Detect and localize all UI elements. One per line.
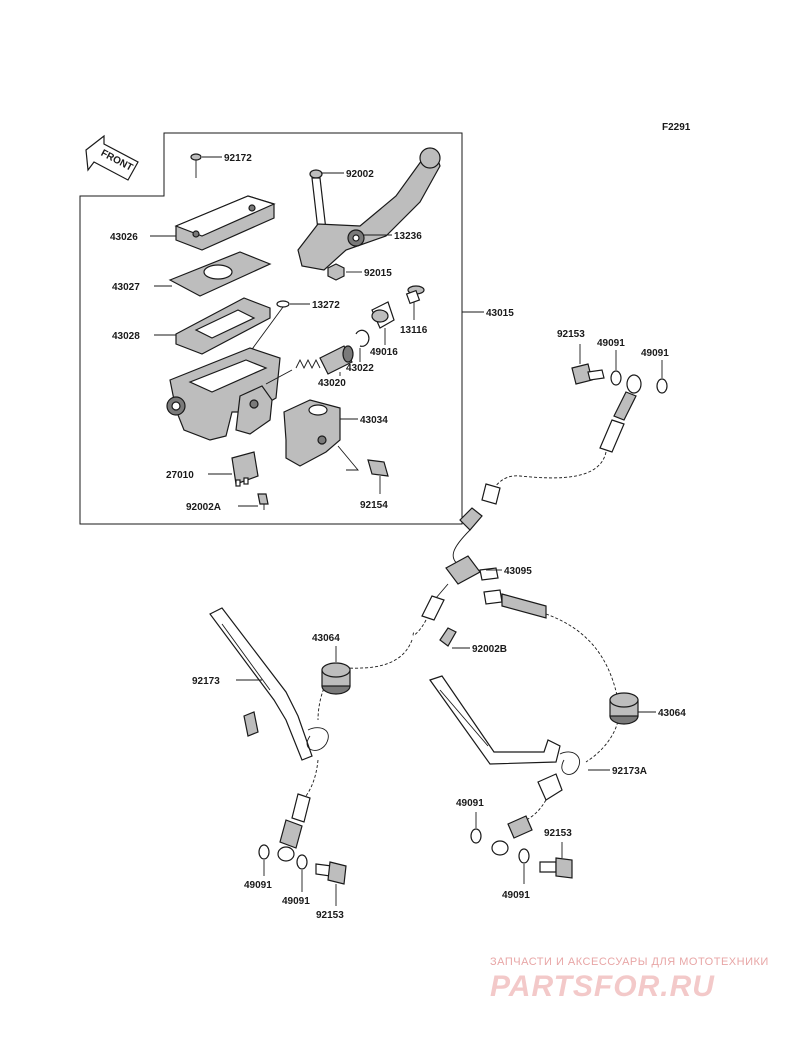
label-92153-bl: 92153	[316, 910, 344, 921]
clamp-43034	[283, 399, 359, 471]
hose-end-bottom-right	[491, 773, 563, 856]
front-arrow-icon: FRONT	[85, 134, 139, 181]
banjo-bolt-92153-bl	[315, 861, 347, 885]
boot-49016	[371, 301, 395, 329]
label-92015: 92015	[364, 268, 392, 279]
bolt-92002	[309, 169, 327, 231]
pin-13116	[405, 285, 425, 305]
label-43026: 43026	[110, 232, 138, 243]
label-43027: 43027	[112, 282, 140, 293]
hose-left-stub	[412, 619, 427, 636]
lever-13236	[297, 147, 441, 271]
label-43064-left: 43064	[312, 633, 340, 644]
watermark-brand: PARTSFOR.RU	[490, 970, 715, 1003]
hose-segment-upper	[459, 483, 501, 531]
label-43034: 43034	[360, 415, 388, 426]
label-43020: 43020	[318, 378, 346, 389]
screw-92002A	[257, 493, 269, 510]
label-49091-bl-2: 49091	[282, 896, 310, 907]
hose-fitting-left-out	[421, 595, 445, 621]
hose-fitting-right-out	[483, 589, 547, 619]
master-cylinder-body	[166, 347, 281, 441]
label-92153-br: 92153	[544, 828, 572, 839]
pin-13272	[276, 300, 290, 308]
label-27010: 27010	[166, 470, 194, 481]
label-43095: 43095	[504, 566, 532, 577]
label-43022: 43022	[346, 363, 374, 374]
label-49091-br-1: 49091	[456, 798, 484, 809]
label-13272: 13272	[312, 300, 340, 311]
label-13236: 13236	[394, 231, 422, 242]
hose-upper	[487, 451, 607, 501]
label-13116: 13116	[400, 325, 428, 336]
switch-27010	[231, 451, 259, 487]
circlip-43022	[355, 329, 370, 347]
label-92154: 92154	[360, 500, 388, 511]
assembly-outline	[79, 132, 463, 525]
label-92173A: 92173A	[612, 766, 647, 777]
reservoir-cover-43026	[174, 195, 276, 251]
washer-49091-bl-1	[258, 844, 270, 860]
label-43015: 43015	[486, 308, 514, 319]
label-92002B: 92002B	[472, 644, 507, 655]
washer-49091-top-1	[610, 370, 622, 386]
nut-92015	[327, 263, 345, 281]
hose-end-bottom-left	[277, 759, 319, 862]
bolt-92002B	[439, 627, 457, 647]
label-92002A: 92002A	[186, 502, 221, 513]
banjo-bolt-92153-br	[539, 857, 573, 879]
screw-92172	[190, 153, 202, 178]
label-43064-right: 43064	[658, 708, 686, 719]
grommet-43064-left	[321, 662, 351, 695]
diagram-code: F2291	[662, 122, 691, 133]
label-49016: 49016	[370, 347, 398, 358]
grommet-43064-right	[609, 692, 639, 725]
banjo-bolt-92153-top	[571, 363, 605, 385]
bracket-92173	[209, 607, 329, 761]
label-92002: 92002	[346, 169, 374, 180]
label-49091-top-1: 49091	[597, 338, 625, 349]
bracket-92173A	[429, 675, 580, 775]
label-43028: 43028	[112, 331, 140, 342]
label-49091-br-2: 49091	[502, 890, 530, 901]
watermark-tagline: ЗАПЧАСТИ И АКСЕССУАРЫ ДЛЯ МОТОТЕХНИКИ	[490, 956, 769, 968]
washer-49091-top-2	[656, 378, 668, 394]
label-92173: 92173	[192, 676, 220, 687]
hose-right	[545, 613, 620, 763]
washer-49091-br-2	[518, 848, 530, 864]
hose-end-top	[599, 374, 642, 453]
bolt-92154	[367, 459, 389, 494]
label-49091-bl-1: 49091	[244, 880, 272, 891]
diaphragm-43027	[168, 251, 272, 297]
label-92172: 92172	[224, 153, 252, 164]
label-49091-top-2: 49091	[641, 348, 669, 359]
plate-43028	[175, 297, 271, 355]
washer-49091-bl-2	[296, 854, 308, 870]
washer-49091-br-1	[470, 828, 482, 844]
splitter-43095	[445, 555, 499, 585]
piston-kit-43020	[295, 345, 354, 375]
label-92153-top: 92153	[557, 329, 585, 340]
